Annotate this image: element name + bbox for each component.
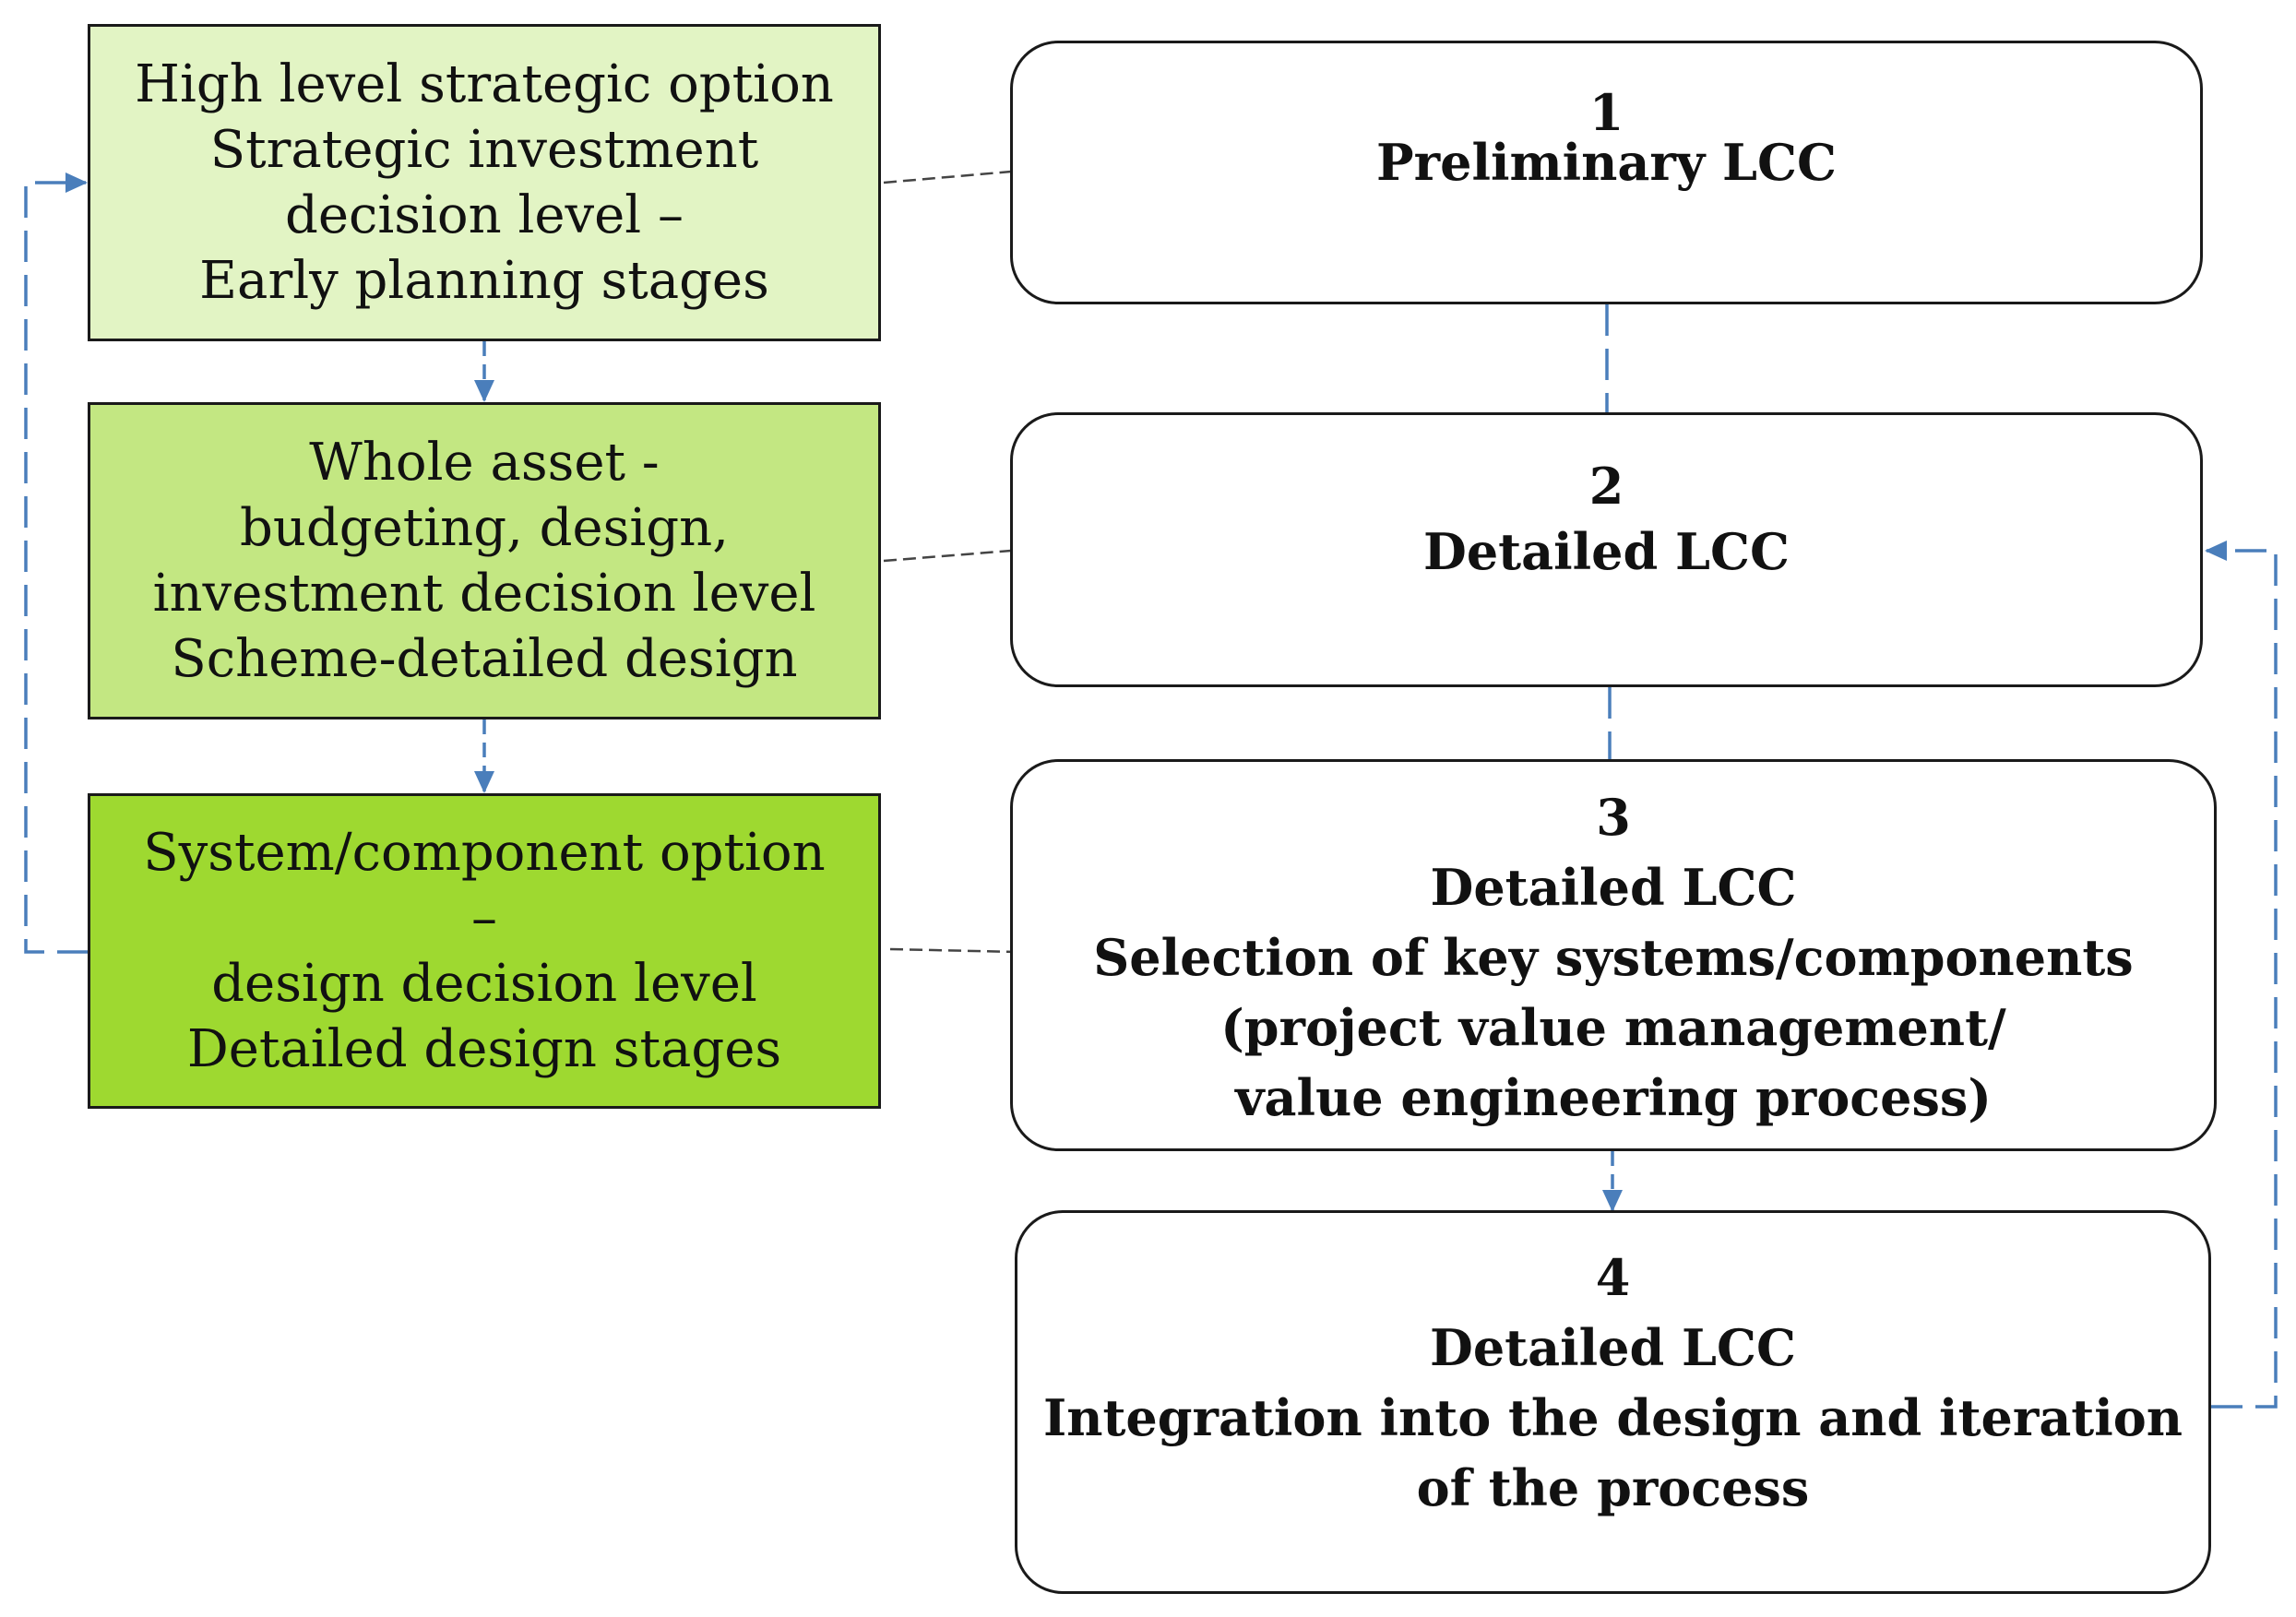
link-stage3-lcc3	[889, 947, 1018, 954]
lcc-step-3-box: 3 Detailed LCC Selection of key systems/…	[1010, 759, 2217, 1151]
lcc-step-1-box: 1 Preliminary LCC	[1010, 41, 2203, 304]
stage-system-component-line-1: System/component option	[143, 823, 826, 883]
stage-whole-asset-line-2: budgeting, design,	[239, 498, 730, 558]
lcc-step-3-line-2: Selection of key systems/components	[1093, 928, 2134, 987]
lcc-step-3-line-3: (project value management/	[1220, 998, 2006, 1057]
lcc-step-2-title: Detailed LCC	[1423, 522, 1790, 581]
lcc-step-1-number: 1	[1588, 83, 1624, 142]
feedback-loop-stage3-to-stage1	[24, 172, 89, 954]
stage-strategic-line-1: High level strategic option	[135, 54, 834, 114]
lcc-step-2-box: 2 Detailed LCC	[1010, 412, 2203, 687]
lcc-step-2-number: 2	[1588, 457, 1624, 516]
stage-system-component-line-4: Detailed design stages	[186, 1019, 782, 1079]
lcc-step-4-number: 4	[1595, 1248, 1631, 1307]
link-stage2-lcc2	[883, 549, 1012, 563]
stage-strategic-line-4: Early planning stages	[199, 251, 769, 311]
stage-system-component-line-2: –	[471, 888, 497, 948]
lcc-step-1-title: Preliminary LCC	[1376, 133, 1837, 192]
stage-system-component-line-3: design decision level	[211, 954, 757, 1014]
lcc-step-4-line-3: of the process	[1416, 1458, 1810, 1517]
stage-whole-asset-line-1: Whole asset -	[309, 433, 660, 493]
lcc-step-3-number: 3	[1596, 788, 1631, 847]
feedback-loop-lcc4-to-lcc2	[2205, 541, 2278, 1409]
lcc-step-4-box: 4 Detailed LCC Integration into the desi…	[1015, 1210, 2211, 1594]
stage-whole-asset-line-3: investment decision level	[152, 564, 816, 624]
lcc-step-3-line-4: value engineering process)	[1235, 1068, 1992, 1127]
stage-box-system-component: System/component option – design decisio…	[88, 793, 881, 1109]
stage-strategic-line-2: Strategic investment	[209, 120, 759, 180]
lcc-step-4-line-2: Integration into the design and iteratio…	[1042, 1388, 2183, 1447]
stage-box-whole-asset: Whole asset - budgeting, design, investm…	[88, 402, 881, 719]
stage-strategic-line-3: decision level –	[284, 185, 684, 245]
stage-whole-asset-line-4: Scheme-detailed design	[171, 629, 798, 689]
lcc-step-4-title: Detailed LCC	[1430, 1318, 1796, 1377]
link-stage1-lcc1	[883, 170, 1012, 184]
lcc-step-3-title: Detailed LCC	[1430, 858, 1797, 917]
stage-box-strategic: High level strategic option Strategic in…	[88, 24, 881, 341]
